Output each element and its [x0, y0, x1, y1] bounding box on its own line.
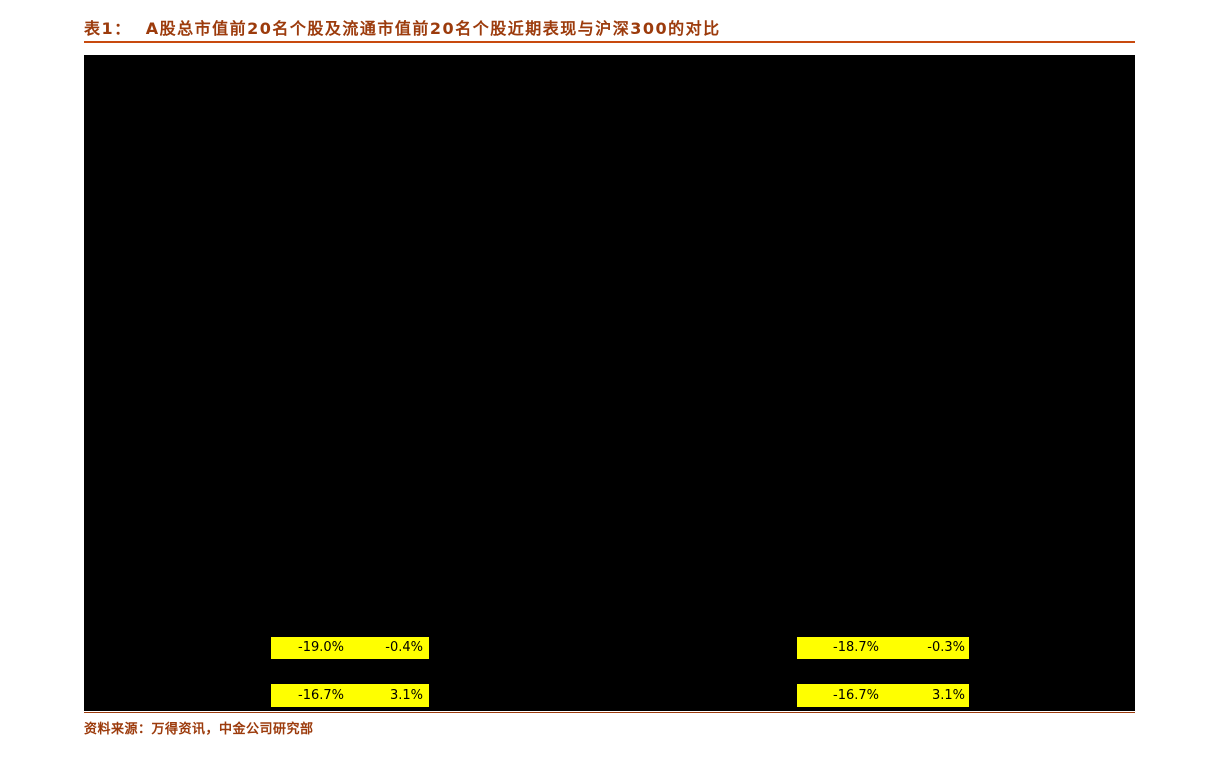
table-content-block: -19.0% -0.4% -18.7% -0.3% -16.7% 3.1% -1…: [84, 55, 1135, 711]
table-bottom-border: [84, 712, 1135, 713]
caption-underline: [84, 41, 1135, 43]
highlight-row-bottom-right: -16.7% 3.1%: [797, 684, 969, 707]
pct-cell: 3.1%: [931, 687, 965, 703]
highlight-row-top-left: -19.0% -0.4%: [271, 637, 429, 659]
pct-cell: -0.3%: [927, 640, 965, 655]
source-note: 资料来源：万得资讯，中金公司研究部: [84, 722, 314, 737]
pct-cell: -0.4%: [385, 640, 423, 655]
pct-cell: -18.7%: [833, 640, 879, 655]
pct-cell: -16.7%: [833, 687, 879, 703]
pct-cell: 3.1%: [389, 687, 423, 703]
highlight-row-bottom-left: -16.7% 3.1%: [271, 684, 429, 707]
table-caption: 表1： A股总市值前20名个股及流通市值前20名个股近期表现与沪深300的对比: [84, 19, 721, 38]
highlight-row-top-right: -18.7% -0.3%: [797, 637, 969, 659]
pct-cell: -16.7%: [298, 687, 344, 703]
pct-cell: -19.0%: [298, 640, 344, 655]
